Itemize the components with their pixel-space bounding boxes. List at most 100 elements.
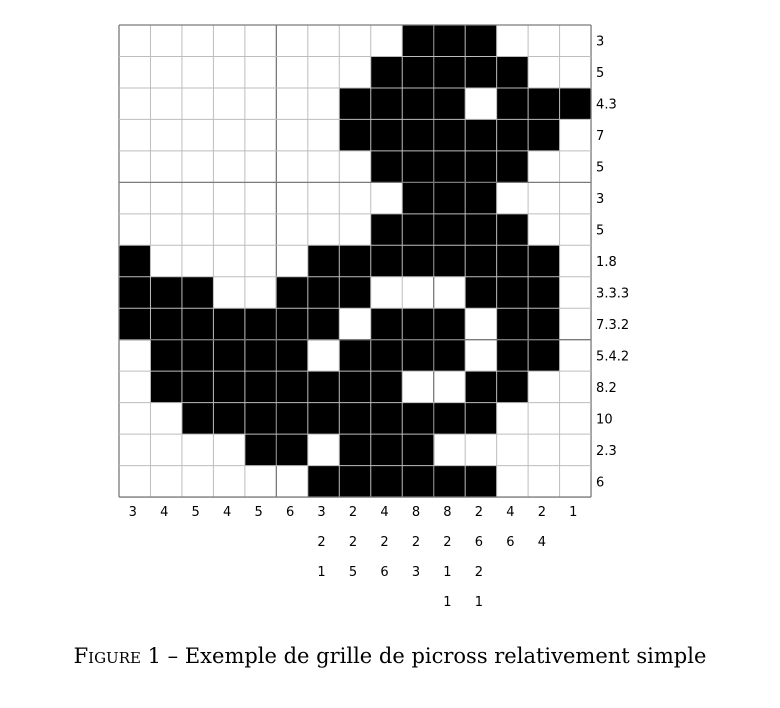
grid-cell-filled[interactable] xyxy=(433,87,466,120)
grid-cell-filled[interactable] xyxy=(339,465,371,498)
grid-cell-filled[interactable] xyxy=(276,276,308,309)
grid-cell-filled[interactable] xyxy=(150,276,182,309)
grid-cell-empty[interactable] xyxy=(150,25,182,57)
grid-cell-filled[interactable] xyxy=(528,308,560,340)
grid-cell-filled[interactable] xyxy=(276,434,308,466)
grid-cell-filled[interactable] xyxy=(433,308,466,340)
grid-cell-empty[interactable] xyxy=(559,56,592,88)
grid-cell-filled[interactable] xyxy=(402,56,434,88)
grid-cell-filled[interactable] xyxy=(150,308,182,340)
grid-cell-filled[interactable] xyxy=(559,87,592,120)
grid-cell-filled[interactable] xyxy=(433,213,466,246)
grid-cell-filled[interactable] xyxy=(496,276,529,309)
grid-cell-empty[interactable] xyxy=(181,56,214,88)
grid-cell-empty[interactable] xyxy=(244,276,277,309)
grid-cell-filled[interactable] xyxy=(370,245,403,277)
grid-cell-empty[interactable] xyxy=(496,465,529,498)
grid-cell-empty[interactable] xyxy=(244,245,277,277)
grid-cell-empty[interactable] xyxy=(528,371,560,403)
grid-cell-empty[interactable] xyxy=(528,434,560,466)
grid-cell-filled[interactable] xyxy=(244,308,277,340)
grid-cell-empty[interactable] xyxy=(181,213,214,246)
grid-cell-empty[interactable] xyxy=(339,182,371,214)
grid-cell-empty[interactable] xyxy=(307,119,340,151)
grid-cell-filled[interactable] xyxy=(244,402,277,435)
grid-cell-filled[interactable] xyxy=(213,339,245,372)
grid-cell-filled[interactable] xyxy=(307,402,340,435)
grid-cell-empty[interactable] xyxy=(119,56,151,88)
grid-cell-empty[interactable] xyxy=(465,87,497,120)
grid-cell-empty[interactable] xyxy=(559,213,592,246)
grid-cell-filled[interactable] xyxy=(370,371,403,403)
grid-cell-filled[interactable] xyxy=(307,276,340,309)
grid-cell-empty[interactable] xyxy=(559,465,592,498)
grid-cell-filled[interactable] xyxy=(465,150,497,183)
grid-cell-empty[interactable] xyxy=(339,56,371,88)
grid-cell-filled[interactable] xyxy=(181,402,214,435)
grid-cell-empty[interactable] xyxy=(528,213,560,246)
grid-cell-empty[interactable] xyxy=(213,434,245,466)
grid-cell-filled[interactable] xyxy=(339,276,371,309)
grid-cell-filled[interactable] xyxy=(496,119,529,151)
grid-cell-empty[interactable] xyxy=(528,150,560,183)
grid-cell-filled[interactable] xyxy=(402,25,434,57)
grid-cell-filled[interactable] xyxy=(370,119,403,151)
grid-cell-empty[interactable] xyxy=(370,25,403,57)
grid-cell-empty[interactable] xyxy=(150,150,182,183)
grid-cell-empty[interactable] xyxy=(307,213,340,246)
grid-cell-empty[interactable] xyxy=(181,245,214,277)
grid-cell-filled[interactable] xyxy=(433,25,466,57)
grid-cell-filled[interactable] xyxy=(465,371,497,403)
grid-cell-filled[interactable] xyxy=(244,339,277,372)
grid-cell-filled[interactable] xyxy=(370,308,403,340)
grid-cell-filled[interactable] xyxy=(433,465,466,498)
grid-cell-empty[interactable] xyxy=(307,339,340,372)
grid-cell-empty[interactable] xyxy=(370,182,403,214)
grid-cell-empty[interactable] xyxy=(402,276,434,309)
grid-cell-filled[interactable] xyxy=(339,402,371,435)
grid-cell-empty[interactable] xyxy=(496,25,529,57)
grid-cell-empty[interactable] xyxy=(213,119,245,151)
grid-cell-filled[interactable] xyxy=(181,276,214,309)
grid-cell-filled[interactable] xyxy=(339,245,371,277)
grid-cell-filled[interactable] xyxy=(370,150,403,183)
grid-cell-filled[interactable] xyxy=(307,371,340,403)
grid-cell-empty[interactable] xyxy=(307,182,340,214)
grid-cell-empty[interactable] xyxy=(181,119,214,151)
grid-cell-empty[interactable] xyxy=(213,25,245,57)
grid-cell-empty[interactable] xyxy=(276,25,308,57)
grid-cell-filled[interactable] xyxy=(496,150,529,183)
grid-cell-filled[interactable] xyxy=(402,87,434,120)
grid-cell-filled[interactable] xyxy=(465,402,497,435)
grid-cell-filled[interactable] xyxy=(119,245,151,277)
grid-cell-empty[interactable] xyxy=(559,119,592,151)
grid-cell-filled[interactable] xyxy=(496,371,529,403)
grid-cell-empty[interactable] xyxy=(244,213,277,246)
grid-cell-filled[interactable] xyxy=(307,308,340,340)
grid-cell-filled[interactable] xyxy=(496,339,529,372)
grid-cell-empty[interactable] xyxy=(150,56,182,88)
grid-cell-filled[interactable] xyxy=(433,150,466,183)
grid-cell-filled[interactable] xyxy=(307,465,340,498)
grid-cell-empty[interactable] xyxy=(559,339,592,372)
grid-cell-empty[interactable] xyxy=(307,56,340,88)
grid-cell-empty[interactable] xyxy=(370,276,403,309)
grid-cell-empty[interactable] xyxy=(496,434,529,466)
grid-cell-empty[interactable] xyxy=(181,465,214,498)
grid-cell-filled[interactable] xyxy=(402,434,434,466)
grid-cell-empty[interactable] xyxy=(559,276,592,309)
grid-cell-empty[interactable] xyxy=(244,56,277,88)
grid-cell-filled[interactable] xyxy=(276,371,308,403)
grid-cell-empty[interactable] xyxy=(433,371,466,403)
grid-cell-filled[interactable] xyxy=(433,119,466,151)
grid-cell-empty[interactable] xyxy=(150,213,182,246)
grid-cell-filled[interactable] xyxy=(150,371,182,403)
grid-cell-empty[interactable] xyxy=(559,402,592,435)
grid-cell-filled[interactable] xyxy=(402,182,434,214)
grid-cell-empty[interactable] xyxy=(213,182,245,214)
grid-cell-filled[interactable] xyxy=(465,56,497,88)
grid-cell-filled[interactable] xyxy=(465,465,497,498)
grid-cell-filled[interactable] xyxy=(339,119,371,151)
grid-cell-filled[interactable] xyxy=(119,276,151,309)
grid-cell-filled[interactable] xyxy=(339,339,371,372)
